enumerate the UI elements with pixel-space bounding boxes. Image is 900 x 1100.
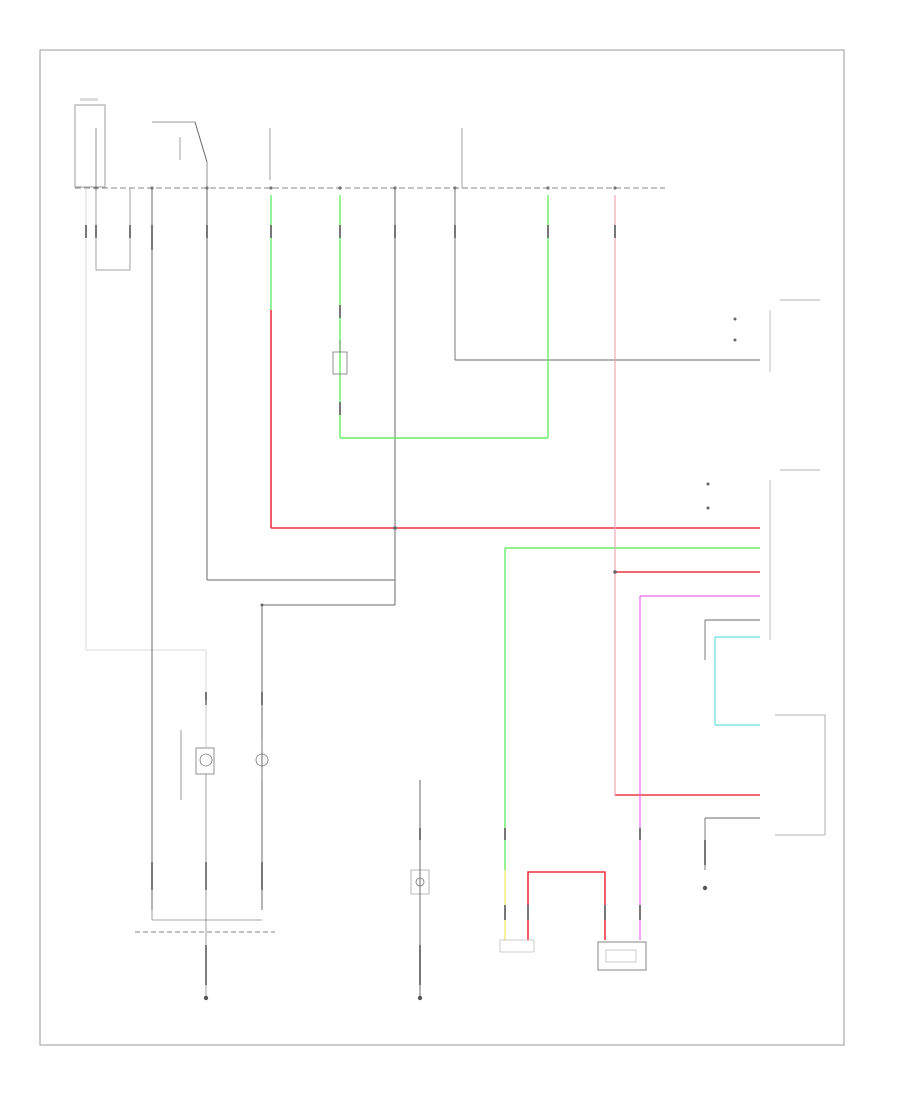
green-wires bbox=[270, 195, 760, 870]
switch-black-wire bbox=[206, 188, 395, 581]
cyan-wire bbox=[714, 636, 760, 726]
right-ground-wire bbox=[704, 619, 760, 870]
top-switch bbox=[152, 121, 208, 188]
violet-wire bbox=[639, 595, 760, 940]
diagram-frame bbox=[39, 49, 845, 1046]
center-bottom-component bbox=[410, 869, 430, 895]
ground-symbols bbox=[203, 885, 708, 1001]
top-left-component bbox=[74, 98, 106, 188]
red-wires bbox=[270, 310, 760, 940]
center-green-component bbox=[332, 340, 348, 375]
left-sensor-components bbox=[180, 700, 269, 1000]
left-wire-group bbox=[85, 188, 207, 910]
top-connector-markers bbox=[94, 186, 617, 190]
sensor-gray-wire bbox=[454, 188, 760, 361]
center-black-wire bbox=[261, 188, 396, 910]
bottom-yellow-component bbox=[499, 939, 535, 953]
bottom-right-component bbox=[597, 941, 647, 971]
bottom-left-junction bbox=[135, 910, 275, 933]
right-connector-brackets bbox=[769, 299, 826, 836]
right-pin-dots bbox=[260, 317, 737, 607]
